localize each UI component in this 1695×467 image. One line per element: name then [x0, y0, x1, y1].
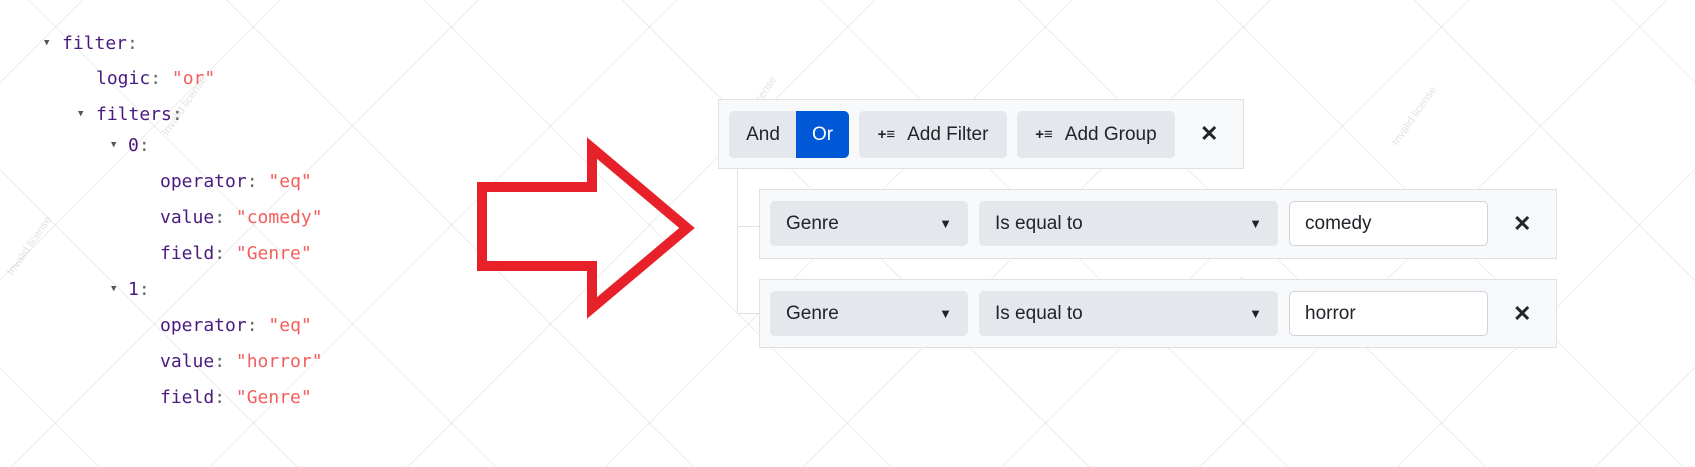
- json-key: filters: [96, 104, 172, 125]
- remove-filter-icon[interactable]: ✕: [1513, 301, 1532, 326]
- operator-value: Is equal to: [995, 302, 1083, 324]
- chevron-down-icon: ▼: [939, 216, 952, 231]
- json-key: 1: [128, 279, 139, 300]
- tree-connector: [737, 226, 759, 227]
- add-filter-button[interactable]: +≡ Add Filter: [859, 111, 1007, 158]
- field-dropdown[interactable]: Genre ▼: [770, 291, 968, 336]
- json-key: value: [160, 207, 215, 228]
- remove-filter-icon[interactable]: ✕: [1513, 211, 1532, 236]
- collapse-triangle-icon[interactable]: ▼: [111, 140, 117, 150]
- json-value: "Genre": [235, 243, 312, 264]
- json-key: field: [160, 387, 215, 408]
- json-key: 0: [128, 135, 139, 156]
- or-button[interactable]: Or: [796, 111, 849, 158]
- operator-dropdown[interactable]: Is equal to ▼: [979, 291, 1278, 336]
- json-value: "Genre": [235, 387, 312, 408]
- collapse-triangle-icon[interactable]: ▼: [78, 109, 84, 119]
- tree-connector: [737, 169, 738, 314]
- add-group-label: Add Group: [1064, 123, 1157, 145]
- chevron-down-icon: ▼: [1249, 306, 1262, 321]
- value-input[interactable]: horror: [1289, 291, 1488, 336]
- json-key: value: [160, 351, 215, 372]
- field-value: Genre: [786, 302, 839, 324]
- chevron-down-icon: ▼: [1249, 216, 1262, 231]
- collapse-triangle-icon[interactable]: ▼: [44, 38, 50, 48]
- chevron-down-icon: ▼: [939, 306, 952, 321]
- json-key: field: [160, 243, 215, 264]
- tree-connector: [737, 313, 759, 314]
- json-value: "horror": [235, 351, 323, 372]
- json-value: "or": [171, 68, 216, 89]
- json-key: logic: [96, 68, 151, 89]
- json-key: filter: [62, 33, 128, 54]
- close-group-icon[interactable]: ✕: [1200, 121, 1219, 146]
- value-input[interactable]: comedy: [1289, 201, 1488, 246]
- add-group-button[interactable]: +≡ Add Group: [1017, 111, 1175, 158]
- json-key: operator: [160, 315, 247, 336]
- operator-dropdown[interactable]: Is equal to ▼: [979, 201, 1278, 246]
- json-key: operator: [160, 171, 247, 192]
- json-value: "eq": [268, 315, 312, 336]
- operator-value: Is equal to: [995, 212, 1083, 234]
- and-button[interactable]: And: [729, 111, 797, 158]
- add-filter-icon: +≡: [877, 126, 896, 143]
- add-group-icon: +≡: [1035, 126, 1053, 143]
- field-dropdown[interactable]: Genre ▼: [770, 201, 968, 246]
- json-value: "eq": [268, 171, 312, 192]
- field-value: Genre: [786, 212, 839, 234]
- collapse-triangle-icon[interactable]: ▼: [111, 284, 117, 294]
- add-filter-label: Add Filter: [907, 123, 989, 145]
- json-value: "comedy": [235, 207, 323, 228]
